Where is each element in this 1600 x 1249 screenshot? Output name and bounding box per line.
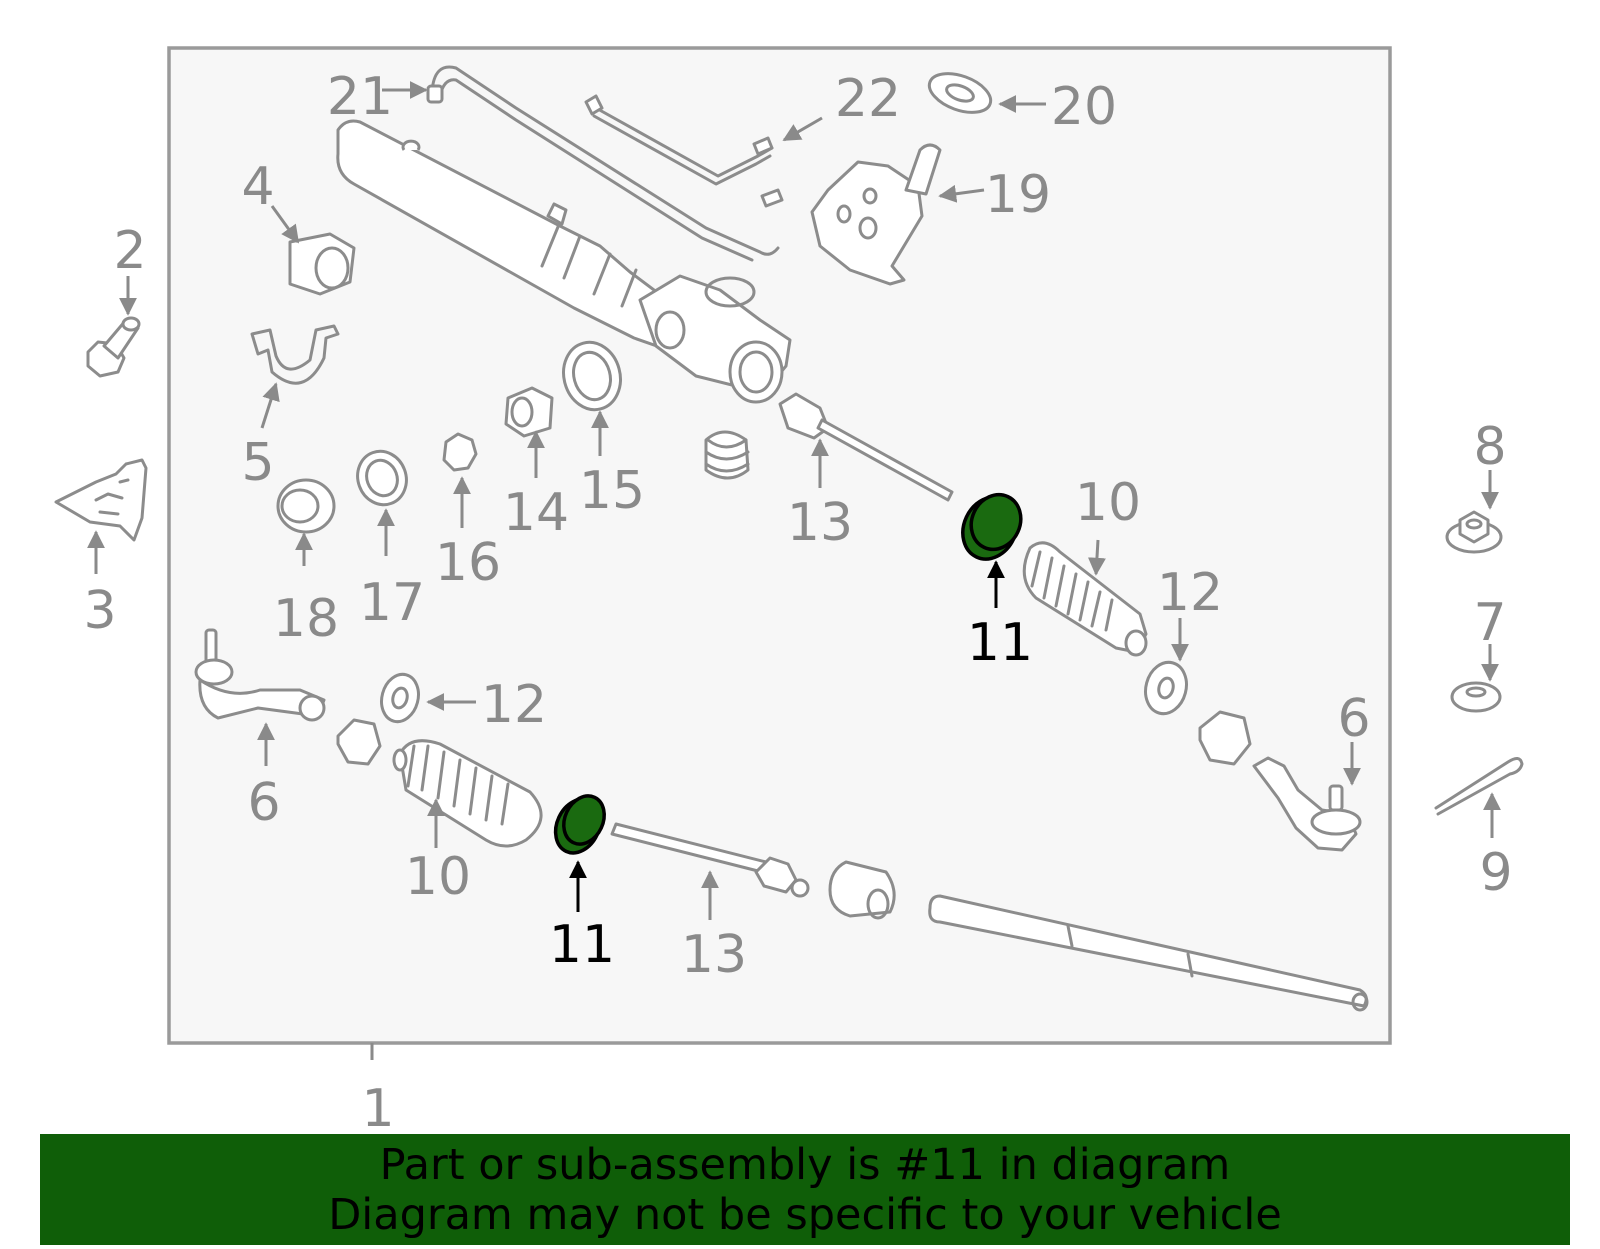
part-7-washer: [1450, 681, 1502, 713]
part-16-nut: [442, 432, 478, 472]
callout-18: 18: [273, 589, 339, 649]
part-10-boot-lower: [392, 739, 543, 848]
part-5-clamp: [250, 324, 340, 385]
callout-10-lower: 10: [405, 847, 471, 907]
callout-11-lower[interactable]: 11: [549, 915, 615, 975]
callout-14: 14: [503, 483, 569, 543]
part-18-bushing: [276, 478, 336, 534]
part-22-tube: [584, 94, 774, 186]
callout-1: 1: [361, 1079, 394, 1139]
part-13-inner-tie-rod-lower: [610, 822, 810, 898]
part-11-highlighted-lower[interactable]: [547, 789, 612, 860]
callout-12-lower: 12: [481, 675, 547, 735]
callout-3: 3: [83, 581, 116, 641]
part-17-ring: [356, 449, 408, 507]
part-rack-shaft: [928, 894, 1369, 1012]
callout-22: 22: [835, 69, 901, 129]
callout-11-upper[interactable]: 11: [967, 613, 1033, 673]
part-19-valve-housing: [810, 143, 942, 286]
callout-5: 5: [241, 433, 274, 493]
part-jam-nut-left: [336, 718, 382, 766]
callout-19: 19: [985, 165, 1051, 225]
callout-7: 7: [1473, 593, 1506, 653]
banner-line-1: Part or sub-assembly is #11 in diagram: [379, 1139, 1231, 1190]
part-rack-housing: [336, 119, 792, 404]
part-spring: [704, 430, 750, 480]
part-13-inner-tie-rod-upper: [778, 392, 954, 502]
part-12-washer-lower: [380, 672, 420, 724]
part-11-highlighted-upper[interactable]: [953, 486, 1030, 568]
part-8-nut: [1445, 510, 1503, 554]
part-6-tie-rod-end-left: [194, 628, 326, 722]
part-21-tube: [426, 65, 784, 262]
part-4-bushing: [288, 232, 356, 296]
callout-16: 16: [435, 533, 501, 593]
part-20-seal: [927, 72, 993, 114]
callout-21: 21: [327, 67, 393, 127]
part-12-washer-upper: [1144, 660, 1188, 716]
part-6-tie-rod-end-right: [1252, 756, 1362, 852]
callout-4: 4: [241, 157, 274, 217]
callout-2: 2: [113, 221, 146, 281]
part-jam-nut-right: [1198, 710, 1252, 766]
callout-6-right: 6: [1337, 689, 1370, 749]
banner-line-2: Diagram may not be specific to your vehi…: [328, 1189, 1282, 1240]
callout-13-upper: 13: [787, 493, 853, 553]
callout-13-lower: 13: [681, 925, 747, 985]
callout-20: 20: [1051, 77, 1117, 137]
part-14-bushing: [504, 386, 554, 438]
callout-17: 17: [359, 573, 425, 633]
part-info-banner: Part or sub-assembly is #11 in diagram D…: [40, 1134, 1570, 1245]
callout-15: 15: [579, 461, 645, 521]
part-9-cotter-pin: [1434, 757, 1524, 816]
callout-9: 9: [1479, 843, 1512, 903]
callout-6-left: 6: [247, 773, 280, 833]
callout-12-upper: 12: [1157, 563, 1223, 623]
part-10-boot-upper: [1022, 541, 1148, 657]
part-2-bolt: [86, 316, 141, 378]
part-15-seal: [562, 340, 622, 412]
callout-10-upper: 10: [1075, 473, 1141, 533]
callout-8: 8: [1473, 417, 1506, 477]
part-3-bracket: [54, 458, 148, 542]
part-rack-bushing: [828, 860, 896, 920]
